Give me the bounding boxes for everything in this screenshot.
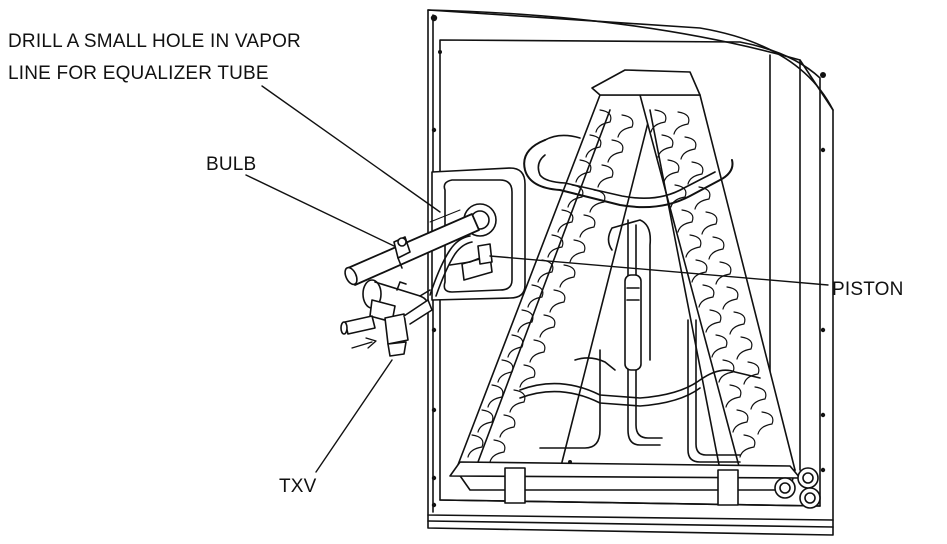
leader-lines [245,85,829,473]
leader-txv [315,359,393,473]
bulb-clamp [393,236,411,269]
distributor-tubes [519,219,761,463]
suction-header [523,134,734,209]
inlet-flow-arrow [351,337,377,349]
piston-connection [449,243,493,266]
leader-drill [261,85,441,213]
label-piston: PISTON [832,279,904,300]
label-txv: TXV [279,476,317,497]
drain-pan [449,461,821,509]
cabinet-screws [430,14,826,508]
label-bulb: BULB [206,154,257,175]
txv-valve [340,279,433,357]
label-drill-line-1: DRILL A SMALL HOLE IN VAPOR [8,31,301,52]
vapor-line [344,209,480,286]
equalizer-tube [429,235,473,297]
leader-piston [489,255,829,286]
coil-hairpins-right [650,109,774,458]
label-drill-line-2: LINE FOR EQUALIZER TUBE [8,63,269,84]
a-coil [455,69,796,491]
leader-bulb [245,174,395,247]
